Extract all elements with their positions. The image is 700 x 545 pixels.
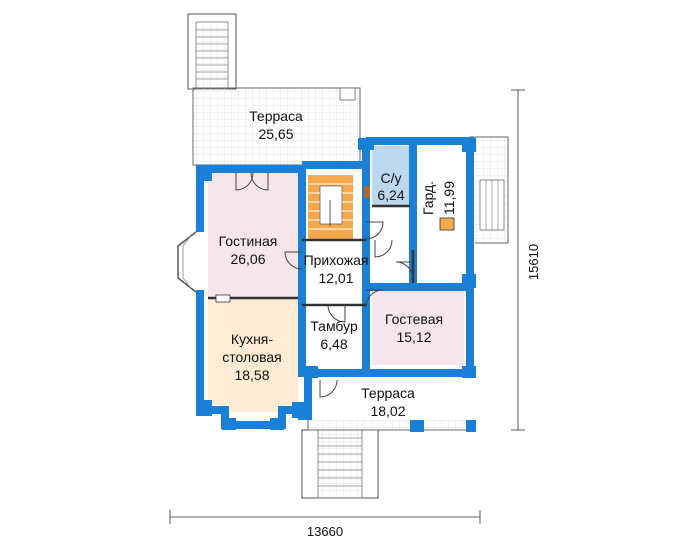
room-name-wardrobe: Гард. — [420, 181, 436, 215]
room-name-kitchen: Кухня- — [231, 331, 273, 347]
living-bay-window — [177, 231, 197, 293]
room-area-hall: 12,01 — [318, 270, 353, 286]
room-area-kitchen: 18,58 — [234, 367, 269, 383]
dimension-lines — [169, 89, 525, 524]
terrace-top — [192, 87, 361, 166]
shower-mark — [364, 186, 370, 198]
room-name-vestibule: Тамбур — [310, 318, 358, 334]
room-area-living: 26,06 — [230, 251, 265, 267]
dimension-height: 15610 — [526, 244, 541, 280]
room-area-wardrobe: 11,99 — [441, 181, 457, 215]
room-name2-kitchen: столовая — [222, 349, 282, 365]
room-name-living: Гостиная — [219, 233, 278, 249]
room-area-vestibule: 6,48 — [320, 336, 347, 352]
room-name-hall: Прихожая — [304, 252, 369, 268]
room-labels: Терраса 25,65 С/у 6,24 Гард. 11,99 Гости… — [219, 108, 457, 419]
room-name-bathroom: С/у — [381, 170, 402, 186]
room-name-terrace-bottom: Терраса — [361, 385, 415, 401]
boiler-mark — [439, 217, 455, 231]
terrace-right — [469, 136, 509, 244]
stair-bottom — [301, 429, 379, 499]
room-area-terrace-top: 25,65 — [258, 126, 293, 142]
room-area-bathroom: 6,24 — [377, 187, 404, 203]
room-area-guest: 15,12 — [396, 329, 431, 345]
room-name-terrace-top: Терраса — [249, 108, 303, 124]
room-kitchen — [208, 298, 298, 412]
room-area-terrace-bottom: 18,02 — [370, 403, 405, 419]
room-name-guest: Гостевая — [385, 311, 443, 327]
interior-stairs — [308, 175, 353, 240]
room-guest — [372, 288, 464, 365]
stair-top — [187, 13, 237, 90]
wall-accents — [196, 138, 476, 432]
dimension-width: 13660 — [307, 524, 343, 539]
room-living — [208, 173, 298, 298]
doors — [235, 172, 414, 398]
room-bathroom — [372, 146, 410, 206]
kitchen-counter-mark — [215, 294, 231, 303]
